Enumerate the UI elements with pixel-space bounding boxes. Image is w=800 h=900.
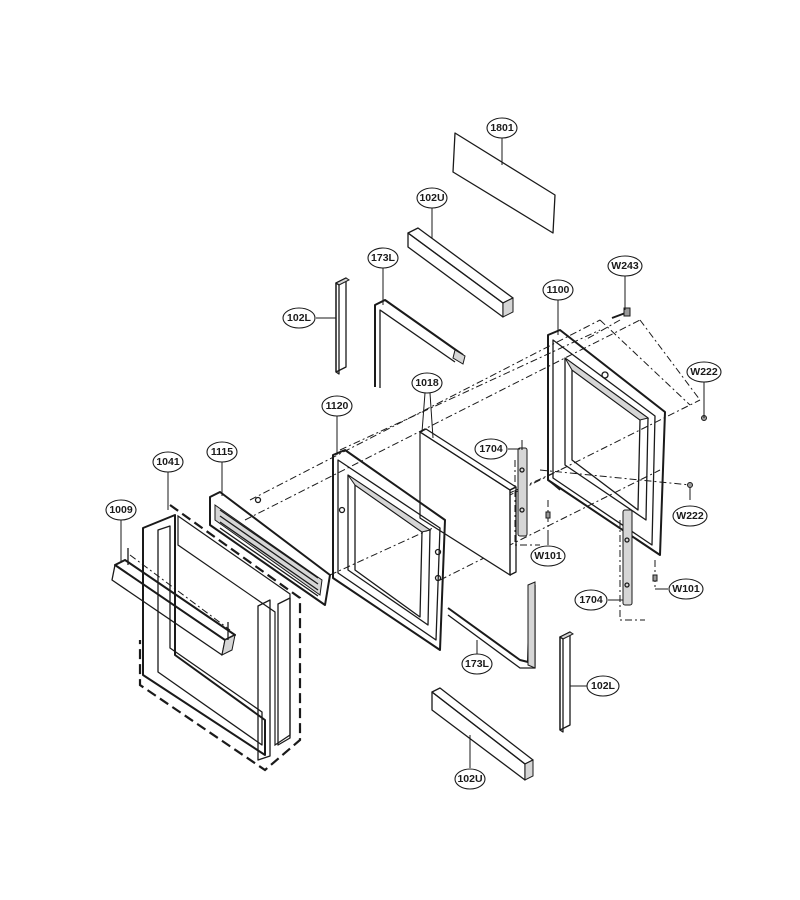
callout-1018: 1018	[411, 372, 443, 394]
part-102l-top-trim	[335, 277, 350, 375]
callout-1115: 1115	[206, 441, 238, 463]
svg-text:1115: 1115	[211, 446, 233, 458]
callout-w222-right: W222	[686, 361, 722, 383]
part-102u-top-trim	[407, 227, 514, 318]
callout-w101-left: W101	[530, 545, 566, 567]
callout-w101-right: W101	[668, 578, 704, 600]
svg-text:W222: W222	[690, 366, 718, 378]
callout-102u-bottom: 102U	[454, 768, 486, 790]
callout-1801: 1801	[486, 117, 518, 139]
svg-text:1704: 1704	[479, 443, 503, 455]
part-1704-hinge-lower	[619, 509, 645, 621]
callout-102l-top: 102L	[282, 307, 316, 329]
svg-text:173L: 173L	[371, 252, 396, 264]
part-173l-bottom-frame	[447, 581, 536, 669]
svg-text:1009: 1009	[109, 504, 133, 516]
svg-text:1041: 1041	[156, 456, 180, 468]
svg-text:1120: 1120	[326, 400, 349, 412]
part-173l-top-frame	[374, 299, 466, 388]
svg-text:W101: W101	[534, 550, 562, 562]
callout-102u-top: 102U	[416, 187, 448, 209]
callout-w243: W243	[607, 255, 643, 277]
part-1009-handle	[111, 548, 236, 656]
svg-text:1018: 1018	[415, 377, 439, 389]
svg-text:102L: 102L	[287, 312, 312, 324]
callout-1100: 1100	[542, 279, 574, 301]
part-w243-screw	[611, 307, 631, 319]
part-1115-vent-panel	[209, 491, 331, 606]
leader-lines	[120, 138, 705, 768]
svg-text:102L: 102L	[591, 680, 616, 692]
callout-1704-lower: 1704	[574, 589, 608, 611]
svg-text:W243: W243	[611, 260, 639, 272]
part-1041-outer-panel	[138, 504, 302, 772]
part-102u-bottom-trim	[431, 687, 534, 781]
part-1120-inner-frame	[332, 449, 446, 651]
callout-w222-lower: W222	[672, 505, 708, 527]
svg-text:102U: 102U	[419, 192, 444, 204]
callout-102l-bottom: 102L	[586, 675, 620, 697]
part-1801-plate	[452, 132, 556, 234]
part-102l-bottom-trim	[559, 631, 574, 733]
svg-text:173L: 173L	[465, 658, 490, 670]
svg-text:1704: 1704	[579, 594, 603, 606]
svg-text:102U: 102U	[457, 773, 482, 785]
part-1018-glass	[419, 428, 517, 577]
callout-1704-upper: 1704	[474, 438, 508, 460]
svg-text:1100: 1100	[547, 284, 570, 296]
svg-text:1801: 1801	[490, 122, 514, 134]
svg-text:W101: W101	[672, 583, 700, 595]
callout-1041: 1041	[152, 451, 184, 473]
part-1100-rear-frame	[547, 329, 666, 556]
part-w101-screws	[545, 500, 658, 590]
part-1704-hinge-upper	[514, 440, 540, 546]
callout-1120: 1120	[321, 395, 353, 417]
callout-173l-bottom: 173L	[461, 653, 493, 675]
part-w222-screws	[687, 415, 707, 488]
callout-173l-top: 173L	[367, 247, 399, 269]
svg-text:W222: W222	[676, 510, 704, 522]
callout-1009: 1009	[105, 499, 137, 521]
